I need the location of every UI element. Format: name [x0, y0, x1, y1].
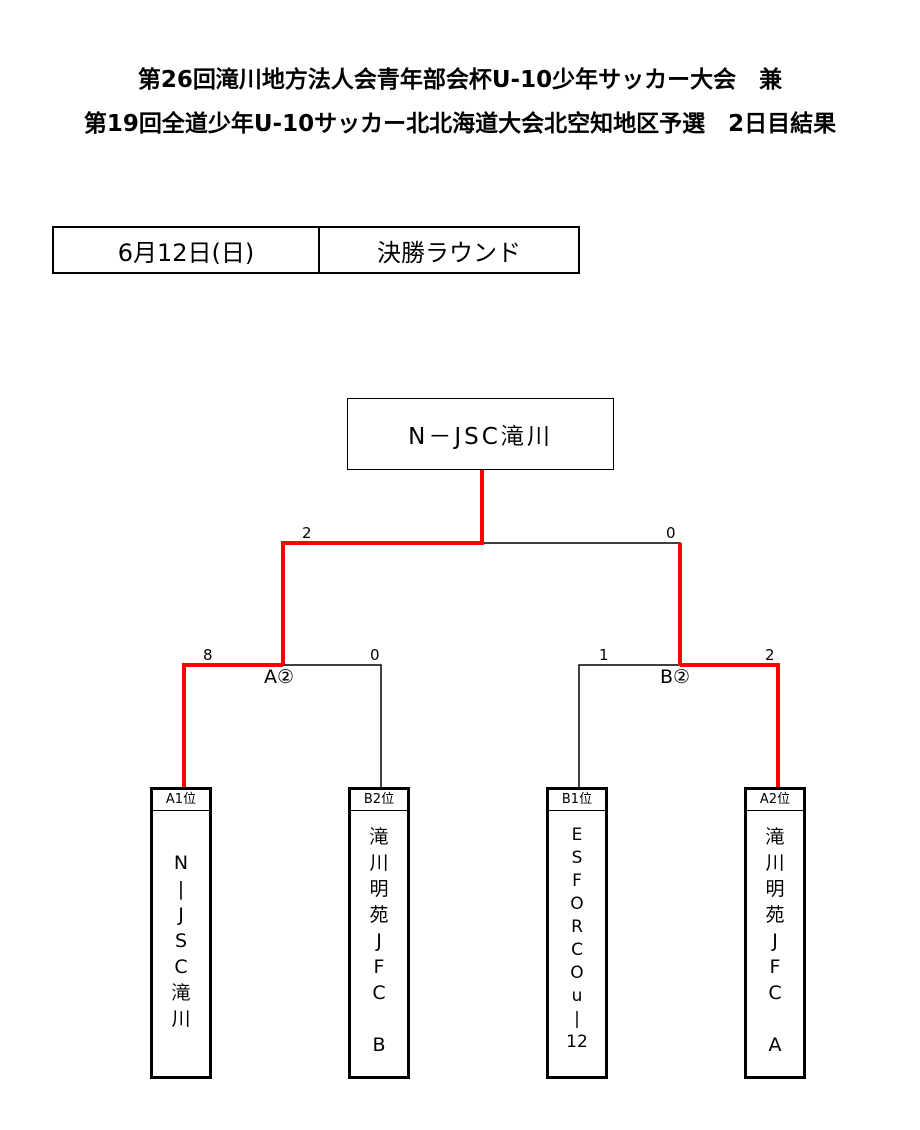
final-right-path [482, 542, 681, 560]
title-line-2: 第19回全道少年U-10サッカー北北海道大会北空知地区予選 2日目結果 [83, 111, 837, 137]
score-semi-b-left: 1 [599, 646, 609, 664]
team-box-b1: B1位 E S F O R C O u | 12 [546, 787, 608, 1079]
score-semi-a-left: 8 [203, 646, 213, 664]
team-box-b2: B2位 滝 川 明 苑 J F C B [348, 787, 410, 1079]
semifinal-b-label: B② [660, 666, 691, 688]
semi-a-left-path [182, 663, 283, 788]
team-box-a1: A1位 N | J S C 滝 川 [150, 787, 212, 1079]
round-name: 決勝ラウンド [377, 238, 521, 267]
semi-b-right-path [680, 663, 780, 788]
match-date: 6月12日(日) [54, 228, 320, 272]
score-final-right: 0 [666, 524, 676, 542]
team-name: 滝 川 明 苑 J F C B [369, 826, 389, 1056]
champion-box: N－JSC滝川 [347, 398, 614, 470]
team-name: N | J S C 滝 川 [171, 852, 191, 1030]
round-info-box: 6月12日(日) 決勝ラウンド [52, 226, 580, 274]
score-semi-b-right: 2 [765, 646, 775, 664]
semi-b-left-path [578, 664, 680, 788]
semifinal-a-label: A② [264, 666, 295, 688]
team-box-a2: A2位 滝 川 明 苑 J F C A [744, 787, 806, 1079]
semi-a-right-path [283, 664, 382, 788]
champion-path [281, 470, 484, 665]
team-seed: A1位 [153, 790, 209, 811]
team-seed: B2位 [351, 790, 407, 811]
team-seed: A2位 [747, 790, 803, 811]
team-name: 滝 川 明 苑 J F C A [765, 826, 785, 1056]
winning-paths [182, 470, 780, 788]
team-seed: B1位 [549, 790, 605, 811]
losing-paths [283, 542, 681, 788]
team-name: E S F O R C O u | 12 [566, 825, 588, 1052]
score-semi-a-right: 0 [370, 646, 380, 664]
title-line-1: 第26回滝川地方法人会青年部会杯U-10少年サッカー大会 兼 [137, 67, 783, 93]
score-final-left: 2 [302, 524, 312, 542]
